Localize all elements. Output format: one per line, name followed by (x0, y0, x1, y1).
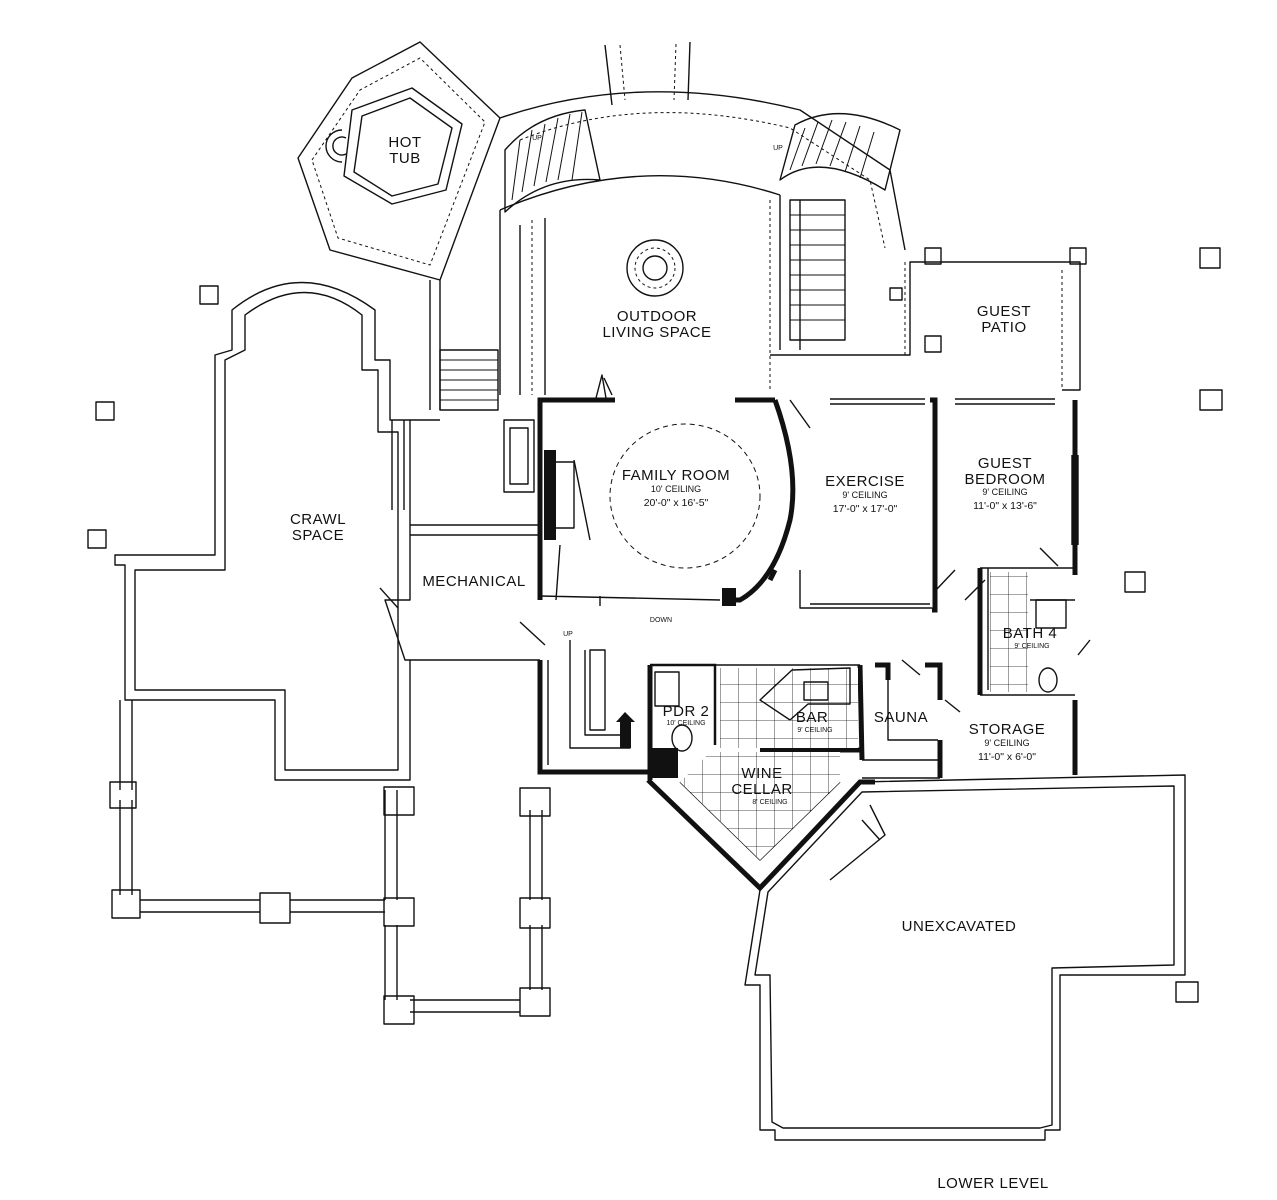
hot-tub-label-l2: TUB (389, 150, 421, 167)
outdoor-living-label-l2: LIVING SPACE (602, 324, 711, 341)
stair-down-label: DOWN (650, 617, 672, 624)
stair-up-right-label: UP (773, 145, 783, 152)
sauna-label: SAUNA (874, 709, 928, 726)
mechanical-label: MECHANICAL (422, 573, 525, 590)
guest-bedroom-label-l1: GUEST (978, 455, 1032, 472)
wine-cellar-label-l2: CELLAR (731, 781, 792, 798)
wine-cellar-label-l1: WINE (741, 765, 782, 782)
family-room-ceiling-dome (609, 423, 761, 569)
room-labels: HOT TUB OUTDOOR LIVING SPACE GUEST PATIO… (290, 134, 1057, 1192)
guest-patio-label-l1: GUEST (977, 303, 1031, 320)
crawl-space-label-l1: CRAWL (290, 511, 346, 528)
bath4-ceiling: 9' CEILING (1014, 643, 1049, 650)
exercise-label: EXERCISE (825, 473, 905, 490)
exterior-stairs-right (779, 112, 901, 341)
exercise-dims: 17'-0" x 17'-0" (833, 503, 898, 515)
storage-label: STORAGE (969, 721, 1046, 738)
exterior-stairs-left (439, 109, 601, 411)
family-room-dims: 20'-0" x 16'-5" (644, 497, 709, 509)
lower-porch (109, 700, 551, 1025)
bath4-label: BATH 4 (1003, 625, 1057, 642)
outdoor-terrace (429, 41, 1087, 493)
exercise-ceiling: 9' CEILING (842, 490, 887, 500)
doors-and-windows (379, 374, 1091, 713)
level-label: LOWER LEVEL (937, 1175, 1048, 1192)
guest-bedroom-dims: 11'-0" x 13'-6" (973, 500, 1037, 512)
stair-up-interior-label: UP (563, 631, 573, 638)
family-room-label: FAMILY ROOM (622, 467, 730, 484)
guest-patio-label-l2: PATIO (981, 319, 1026, 336)
pdr2-label: PDR 2 (663, 703, 710, 720)
interior-walls (537, 397, 1078, 892)
outdoor-living-label-l1: OUTDOOR (617, 308, 697, 325)
family-room-ceiling: 10' CEILING (651, 484, 701, 494)
crawl-space-label-l2: SPACE (292, 527, 344, 544)
bar-label: BAR (796, 709, 828, 726)
storage-ceiling: 9' CEILING (984, 738, 1029, 748)
crawl-space-outline (87, 281, 540, 781)
stair-up-left-label: UP (532, 135, 542, 142)
unexcavated-outline (744, 247, 1223, 1141)
guest-bedroom-label-l2: BEDROOM (964, 471, 1045, 488)
storage-dims: 11'-0" x 6'-0" (978, 751, 1036, 763)
pdr2-ceiling: 10' CEILING (666, 720, 705, 727)
unexcavated-label: UNEXCAVATED (902, 918, 1017, 935)
bar-ceiling: 9' CEILING (797, 727, 832, 734)
hot-tub-label-l1: HOT (388, 134, 421, 151)
wine-cellar-ceiling: 8' CEILING (752, 799, 787, 806)
guest-bedroom-ceiling: 9' CEILING (982, 487, 1027, 497)
